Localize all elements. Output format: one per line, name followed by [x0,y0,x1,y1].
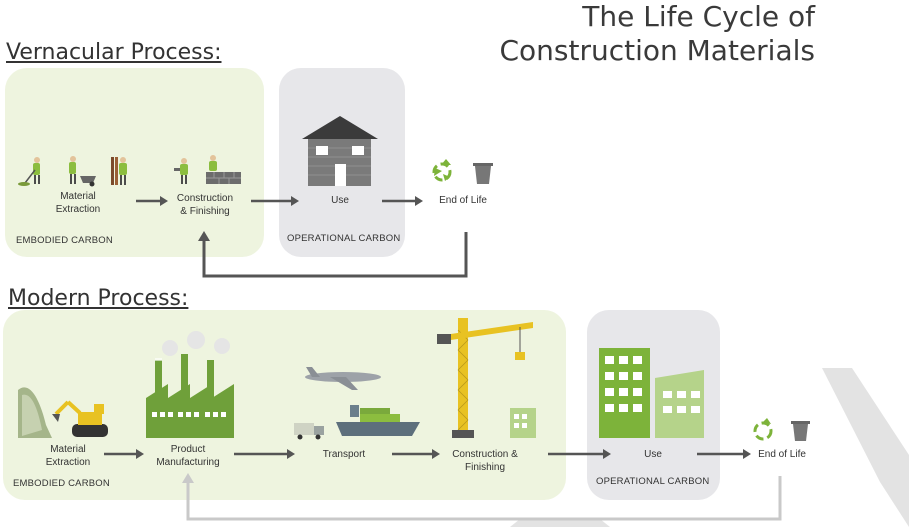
modern-operational-carbon-label: OPERATIONAL CARBON [596,476,710,487]
modern-construction-label: Construction & Finishing [445,448,525,474]
modern-manufacturing-line-2: Manufacturing [156,457,220,468]
vernacular-use-label: Use [331,195,349,206]
modern-manufacturing-label: Product Manufacturing [148,443,228,469]
vernacular-end-of-life-label: End of Life [439,195,487,206]
diagram-title: The Life Cycle of Construction Materials [499,0,815,68]
worker-builder-icon [174,158,188,184]
decorative-chevron-shape [822,368,909,527]
vernacular-operational-carbon-label: OPERATIONAL CARBON [287,233,401,244]
vernacular-construction-label: Construction & Finishing [170,192,240,218]
vernacular-heading: Vernacular Process: [6,40,222,65]
tower-crane-icon [437,318,533,438]
modern-extraction-line-2: Extraction [45,457,91,468]
vernacular-extraction-line-1: Material [60,191,96,202]
modern-extraction-label: Material Extraction [38,443,98,469]
title-line-2: Construction Materials [499,34,815,67]
recycle-icon [432,159,452,182]
decorative-bottom-tab [510,519,610,527]
vernacular-extraction-label: Material Extraction [48,190,108,216]
vernacular-extraction-line-2: Extraction [55,204,101,215]
modern-arrows [104,449,751,459]
small-building-icon [510,408,536,438]
modern-construction-line-2: Finishing [464,462,506,473]
worker-with-lumber-icon [111,157,127,185]
truck-icon [294,423,324,440]
modern-extraction-line-1: Material [50,444,86,455]
hill-excavator-icon [18,387,108,438]
modern-construction-line-1: Construction & [452,449,518,460]
modern-loop-arrow [182,473,782,521]
modern-buildings-icon [599,348,704,438]
title-line-1: The Life Cycle of [582,0,815,33]
worker-wheelbarrow-icon [69,156,96,187]
modern-end-of-life-label: End of Life [758,449,806,460]
modern-use-label: Use [644,449,662,460]
vernacular-loop-arrow [198,231,468,278]
trash-bin-icon [473,163,493,184]
vernacular-construction-line-1: Construction [176,193,234,204]
modern-trash-bin-icon [791,421,810,441]
modern-embodied-carbon-label: EMBODIED CARBON [13,478,110,489]
modern-transport-label: Transport [322,449,366,460]
vernacular-embodied-carbon-label: EMBODIED CARBON [16,235,113,246]
modern-manufacturing-line-1: Product [170,444,206,455]
airplane-icon [305,367,381,390]
vernacular-embodied-panel [5,68,264,257]
factory-icon [146,331,234,438]
vernacular-arrows [136,196,423,206]
worker-bricklaying-icon [206,155,241,184]
brick-house-icon [302,116,378,186]
worker-digging-icon [18,157,40,186]
vernacular-construction-line-2: & Finishing [180,206,230,217]
modern-heading: Modern Process: [8,286,189,311]
modern-recycle-icon [753,418,773,441]
cargo-ship-icon [336,405,420,436]
